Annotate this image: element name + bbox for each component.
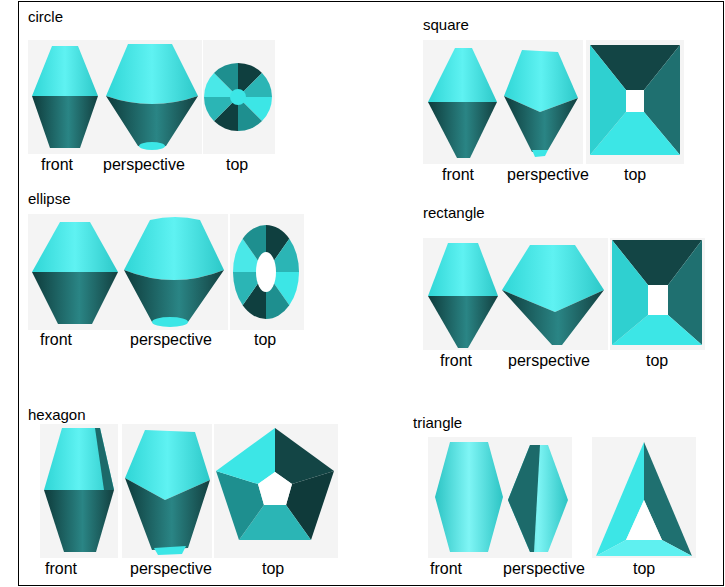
view-label: front [40,331,72,349]
panel-title: square [423,16,469,33]
view-label: top [646,352,668,370]
view-label: front [430,560,462,578]
panel-title: hexagon [28,406,86,423]
panel-title: ellipse [28,190,71,207]
view-label: front [440,352,472,370]
view-label: perspective [103,156,185,174]
view-label: top [624,166,646,184]
panel-title: triangle [413,414,462,431]
panel-title: rectangle [423,204,485,221]
view-label: top [633,560,655,578]
view-label: perspective [508,352,590,370]
view-label: top [226,156,248,174]
view-label: perspective [507,166,589,184]
view-label: front [442,166,474,184]
view-label: perspective [503,560,585,578]
panel-title: circle [28,8,63,25]
view-label: front [45,560,77,578]
view-label: top [262,560,284,578]
view-label: front [41,156,73,174]
view-label: perspective [130,331,212,349]
view-label: perspective [130,560,212,578]
view-label: top [254,331,276,349]
